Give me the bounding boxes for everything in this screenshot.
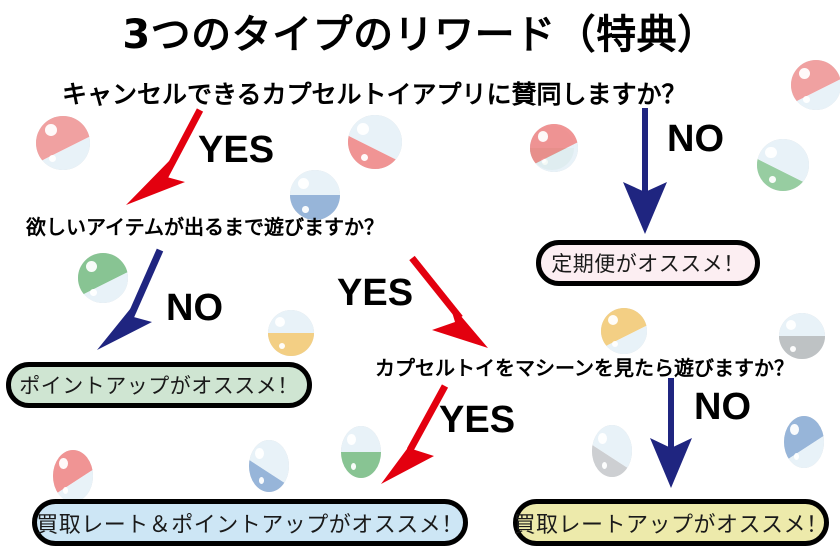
capsule-highlight-small-icon — [62, 487, 68, 495]
capsule-highlight-small-icon — [803, 96, 810, 103]
capsule-highlight-icon — [298, 177, 309, 189]
capsule-highlight-small-icon — [48, 154, 56, 162]
arrow-yes-q2-to-q3 — [409, 255, 488, 348]
capsule-highlight-small-icon — [360, 153, 368, 161]
question-1: キャンセルできるカプセルトイアプリに賛同しますか？ — [62, 80, 687, 109]
capsule-highlight-small-icon — [279, 343, 285, 350]
capsule-top-half — [779, 313, 825, 336]
capsule-blue-3 — [784, 416, 824, 468]
capsule-highlight-icon — [537, 131, 549, 142]
capsule-blue-2 — [249, 440, 289, 492]
capsule-highlight-icon — [347, 433, 357, 446]
capsule-highlight-small-icon — [769, 176, 777, 184]
capsule-highlight-icon — [255, 447, 265, 460]
branch-label-yes-q2: YES — [337, 272, 414, 314]
branch-label-yes-q1: YES — [198, 129, 275, 171]
page-title: 3つのタイプのリワード（特典） — [122, 12, 718, 58]
capsule-highlight-icon — [765, 146, 777, 159]
branch-label-no-q3: NO — [694, 386, 751, 428]
capsule-highlight-icon — [799, 67, 810, 79]
capsule-highlight-small-icon — [790, 346, 796, 353]
result-box-rate-and-point-up: 買取レート＆ポイントアップがオススメ！ — [32, 499, 468, 546]
capsule-highlight-icon — [59, 457, 69, 470]
capsule-yellow-1 — [268, 310, 314, 356]
capsule-gray-2 — [592, 425, 632, 477]
capsule-red-1 — [36, 116, 90, 170]
capsule-red-2 — [348, 115, 402, 169]
branch-label-yes-q3: YES — [439, 399, 516, 441]
capsule-highlight-small-icon — [90, 289, 97, 296]
arrow-yes-q3-to-blue — [381, 384, 449, 484]
arrow-no-q3-to-yellow — [650, 378, 692, 488]
capsule-highlight-icon — [786, 319, 797, 330]
capsule-red-4 — [53, 450, 93, 502]
capsule-gray-1 — [779, 313, 825, 359]
result-box-point-up: ポイントアップがオススメ！ — [6, 362, 312, 408]
capsule-highlight-icon — [598, 432, 608, 445]
capsule-highlight-small-icon — [612, 341, 618, 348]
capsule-highlight-icon — [356, 123, 369, 135]
capsule-top-half — [268, 310, 314, 333]
result-box-subscription: 定期便がオススメ！ — [536, 240, 760, 286]
capsule-highlight-icon — [608, 314, 619, 325]
capsule-yellow-2 — [601, 308, 647, 354]
capsule-highlight-small-icon — [793, 453, 799, 461]
capsule-highlight-small-icon — [541, 158, 548, 165]
capsule-highlight-small-icon — [350, 463, 356, 471]
capsule-red-5 — [791, 60, 840, 110]
capsule-bottom-half — [268, 333, 314, 356]
capsule-highlight-small-icon — [258, 477, 264, 485]
question-2: 欲しいアイテムが出るまで遊びますか？ — [26, 215, 384, 239]
arrow-no-q1-to-pink — [623, 108, 667, 234]
capsule-highlight-icon — [790, 423, 800, 436]
capsule-green-3 — [78, 253, 128, 303]
result-box-rate-up: 買取レートアップがオススメ！ — [513, 499, 829, 546]
capsule-green-4 — [341, 426, 381, 478]
branch-label-no-q1: NO — [667, 118, 724, 160]
capsule-highlight-small-icon — [601, 462, 607, 470]
branch-label-no-q2: NO — [166, 287, 223, 329]
capsule-highlight-small-icon — [302, 206, 309, 213]
arrow-yes-q1-to-q2 — [126, 108, 204, 205]
capsule-blue-1 — [290, 170, 340, 220]
capsule-bottom-half — [290, 195, 340, 220]
capsule-green-2 — [757, 139, 809, 191]
capsule-highlight-icon — [86, 260, 97, 272]
capsule-highlight-icon — [275, 316, 286, 327]
capsule-bottom-half — [341, 452, 381, 478]
question-3: カプセルトイをマシーンを見たら遊びますか？ — [375, 356, 794, 380]
capsule-red-3 — [530, 124, 578, 172]
capsule-bottom-half — [779, 336, 825, 359]
capsule-highlight-icon — [44, 124, 57, 136]
